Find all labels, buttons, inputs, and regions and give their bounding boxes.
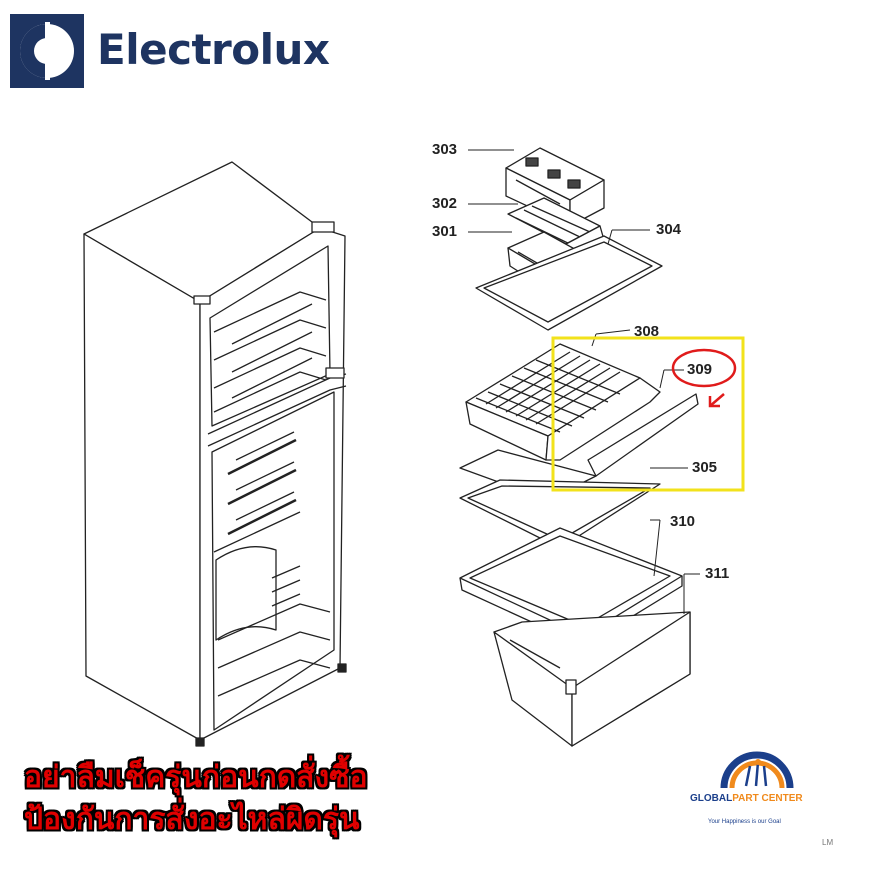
- warning-line-1: อย่าลืมเช็ครุ่นก่อนกดสั่งซื้อ: [24, 760, 368, 795]
- part-label-305: 305: [692, 459, 717, 476]
- shop-name-part2: PART CENTER: [732, 793, 803, 804]
- shop-name: GLOBALPART CENTER: [690, 793, 803, 804]
- shop-name-part1: GLOBAL: [690, 793, 733, 804]
- part-310-crisper-cover: [459, 527, 683, 647]
- part-label-309: 309: [687, 361, 712, 378]
- part-label-308: 308: [634, 323, 659, 340]
- refrigerator-cabinet: [83, 161, 347, 747]
- part-304-freezer-shelf: [475, 235, 663, 331]
- brand-name: Electrolux: [97, 25, 330, 74]
- part-label-303: 303: [432, 141, 457, 158]
- part-label-310: 310: [670, 513, 695, 530]
- part-311-crisper-drawer: [493, 611, 691, 747]
- highlight-circle: [671, 348, 737, 388]
- part-309-tray-front: [587, 393, 699, 477]
- part-label-302: 302: [432, 195, 457, 212]
- global-part-center-logo-icon: [720, 751, 794, 789]
- highlight-box: [551, 336, 745, 492]
- highlight-arrow-icon: [708, 393, 725, 408]
- corner-mark: LM: [822, 838, 834, 847]
- part-label-304: 304: [656, 221, 682, 238]
- warning-line-2: ป้องกันการสั่งอะไหล่ผิดรุ่น: [24, 802, 360, 837]
- electrolux-logo-icon: [10, 14, 84, 88]
- part-label-301: 301: [432, 223, 457, 240]
- shop-tagline: Your Happiness is our Goal: [708, 819, 781, 825]
- part-label-311: 311: [705, 565, 729, 582]
